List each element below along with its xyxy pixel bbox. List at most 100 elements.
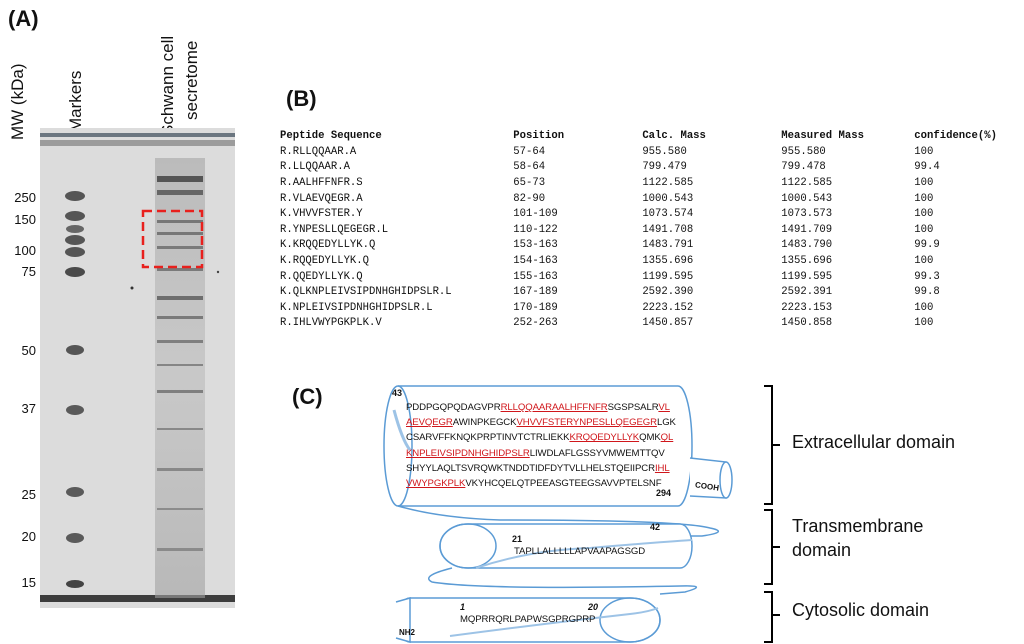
panel-a-label: (A): [8, 6, 39, 31]
cell-measured-mass: 955.580: [781, 145, 826, 158]
sequence-line: PDDPGQPQDAGVPRRLLQQAARAALHFFNFRSGSPSALRV…: [406, 402, 670, 413]
sequence-segment: PDDPGQPQDAGVPR: [406, 402, 501, 413]
sequence-segment: VKYHCQELQTPEEASGTEEGSAVVPTELSNF: [465, 478, 662, 489]
cell-position: 170-189: [513, 301, 558, 314]
transmembrane-sequence: TAPLLALLLLLAPVAAPAGSGD: [514, 546, 646, 557]
cell-confidence: 99.3: [914, 270, 940, 283]
marker-bands: [65, 191, 85, 588]
mw-250: 250: [14, 190, 36, 205]
identified-peptide: QL: [660, 432, 674, 444]
cell-calc-mass: 2592.390: [642, 286, 694, 299]
cell-position: 154-163: [513, 254, 558, 267]
cell-confidence: 99.4: [914, 161, 940, 174]
topology-diagram: [383, 385, 733, 643]
cell-position: 155-163: [513, 270, 558, 283]
cell-measured-mass: 1000.543: [781, 192, 833, 205]
cell-measured-mass: 799.478: [781, 161, 826, 174]
cell-position: 252-263: [513, 317, 558, 330]
mw-37: 37: [21, 401, 36, 416]
identified-peptide: KRQQEDYLLYK: [569, 432, 640, 444]
cell-measured-mass: 1450.858: [781, 317, 833, 330]
sequence-line: VWYPGKPLKVKYHCQELQTPEEASGTEEGSAVVPTELSNF: [406, 478, 662, 489]
cell-peptide: R.AALHFFNFR.S: [280, 176, 363, 189]
gel-image: [40, 128, 235, 608]
cell-calc-mass: 1073.574: [642, 208, 694, 221]
cell-peptide: R.IHLVWYPGKPLK.V: [280, 317, 382, 330]
identified-peptide: IHL: [654, 462, 670, 474]
cell-confidence: 100: [914, 176, 934, 189]
cell-measured-mass: 1199.595: [781, 270, 833, 283]
tm-end-num: 42: [650, 522, 661, 532]
peptide-table: Peptide Sequence Position Calc. Mass Mea…: [280, 130, 1024, 331]
cell-measured-mass: 1483.790: [781, 239, 833, 252]
mw-25: 25: [21, 487, 36, 502]
cell-measured-mass: 2592.391: [781, 286, 833, 299]
cell-peptide: R.QQEDYLLYK.Q: [280, 270, 363, 283]
cell-confidence: 100: [914, 223, 934, 236]
domain-brackets: [764, 385, 780, 643]
cell-confidence: 100: [914, 254, 934, 267]
identified-peptide: VL: [658, 402, 670, 413]
nh2-terminus: NH2: [399, 628, 416, 637]
cell-position: 65-73: [513, 176, 546, 189]
sequence-line: AEVQEGRAWINPKEGCKVHVVFSTERYNPESLLQEGEGRL…: [406, 417, 676, 428]
panel-c-label: (C): [292, 384, 323, 409]
ec-end-num: 294: [656, 488, 672, 498]
cell-confidence: 100: [914, 192, 934, 205]
header-position: Position: [513, 130, 565, 142]
cyto-end-num: 20: [588, 602, 599, 612]
cell-position: 153-163: [513, 239, 558, 252]
cell-position: 110-122: [513, 223, 558, 236]
cell-calc-mass: 2223.152: [642, 301, 694, 314]
identified-peptide: VHVVFSTERYNPESLLQEGEGR: [516, 417, 657, 429]
identified-peptide: RLLQQAARAALHFFNFR: [500, 402, 608, 413]
mw-150: 150: [14, 212, 36, 227]
header-measured-mass: Measured Mass: [781, 130, 864, 142]
cell-peptide: K.VHVVFSTER.Y: [280, 208, 363, 221]
cell-confidence: 99.9: [914, 239, 940, 252]
label-extracellular-domain: Extracellular domain: [792, 432, 956, 452]
secretome-bands: [157, 176, 203, 551]
highlight-box: [141, 209, 204, 269]
cell-calc-mass: 1000.543: [642, 192, 694, 205]
label-cytosolic-domain: Cytosolic domain: [792, 600, 930, 620]
mw-75: 75: [21, 264, 36, 279]
cell-measured-mass: 1073.573: [781, 208, 833, 221]
sequence-line: SHYYLAQLTSVRQWKTNDDTIDFDYTVLLHELSTQEIIPC…: [406, 463, 670, 474]
cytosolic-sequence: MQPRRQRLPAPWSGPRGPRP: [460, 614, 596, 625]
mw-20: 20: [21, 529, 36, 544]
sequence-line: CSARVFFKNQKPRPTINVTCTRLIEKKKRQQEDYLLYKQM…: [406, 432, 673, 443]
cell-confidence: 100: [914, 317, 934, 330]
cell-position: 58-64: [513, 161, 546, 174]
cell-position: 101-109: [513, 208, 558, 221]
identified-peptide: KNPLEIVSIPDNHGHIDPSLR: [406, 447, 530, 459]
sequence-segment: SGSPSALR: [607, 402, 659, 413]
sequence-segment: AWINPKEGCK: [452, 417, 517, 429]
lane-label-secretome-1: Schwann cell: [158, 35, 177, 136]
cell-measured-mass: 1491.709: [781, 223, 833, 236]
cell-position: 82-90: [513, 192, 546, 205]
sequence-line: KNPLEIVSIPDNHGHIDPSLRLIWDLAFLGSSYVMWEMTT…: [406, 448, 665, 459]
cell-confidence: 99.8: [914, 286, 940, 299]
mw-15: 15: [21, 575, 36, 590]
sequence-segment: QMK: [639, 432, 661, 444]
cyto-start-num: 1: [460, 602, 466, 612]
cell-peptide: K.KRQQEDYLLYK.Q: [280, 239, 376, 252]
label-transmembrane-1: Transmembrane: [792, 516, 924, 536]
tm-start-num: 21: [512, 534, 523, 544]
cell-calc-mass: 1122.585: [642, 176, 694, 189]
cell-confidence: 100: [914, 145, 934, 158]
header-calc-mass: Calc. Mass: [642, 130, 706, 142]
cell-peptide: R.VLAEVQEGR.A: [280, 192, 363, 205]
cell-position: 167-189: [513, 286, 558, 299]
cell-peptide: R.LLQQAAR.A: [280, 161, 350, 174]
